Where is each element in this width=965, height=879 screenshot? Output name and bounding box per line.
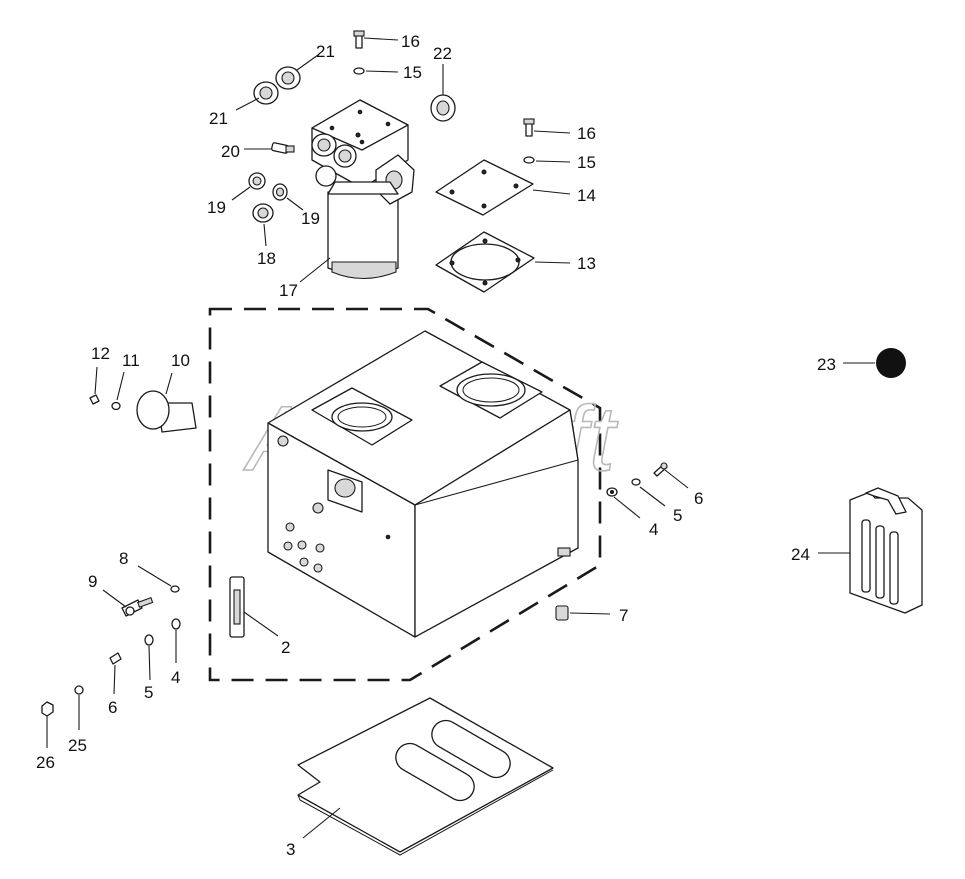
fitting-21-lower: [253, 81, 279, 105]
washer-25: [74, 685, 84, 695]
callout-2: 2: [281, 638, 290, 657]
callout-17: 17: [279, 281, 298, 300]
callout-5-right: 5: [673, 506, 682, 525]
callout-10: 10: [171, 351, 190, 370]
washer-15-top: [353, 67, 365, 75]
callout-6-left: 6: [108, 698, 117, 717]
seal-19-right: [272, 183, 288, 201]
callout-21-lower: 21: [209, 109, 228, 128]
callout-11: 11: [122, 351, 140, 370]
callout-25: 25: [68, 736, 87, 755]
washer-5-right: [631, 478, 641, 486]
washer-4-left: [171, 618, 181, 630]
callout-23: 23: [817, 355, 836, 374]
callout-6-right: 6: [694, 489, 703, 508]
callout-16-top: 16: [401, 32, 420, 51]
callout-15-top: 15: [403, 63, 422, 82]
washer-5-left: [144, 634, 154, 646]
callout-5-left: 5: [144, 683, 153, 702]
callout-22: 22: [433, 44, 452, 63]
leader-lines: [46, 37, 875, 839]
sight-glass: [229, 576, 245, 638]
bolt-6-left: [109, 652, 122, 665]
nut-26: [41, 701, 54, 717]
callout-20: 20: [221, 142, 240, 161]
bolt-16-top: [353, 30, 365, 49]
marker-dot-23: [876, 348, 906, 378]
hydraulic-tank: [267, 330, 579, 638]
washer-15-right: [523, 156, 535, 164]
seal-19-left: [248, 172, 266, 190]
temperature-sensor-9: [121, 597, 154, 617]
washer-4-right: [606, 487, 618, 497]
callout-19-left: 19: [207, 198, 226, 217]
callout-24: 24: [791, 545, 810, 564]
tank-mat: [297, 697, 554, 856]
callout-7: 7: [619, 606, 628, 625]
gasket-13: [435, 231, 535, 293]
drain-plug-7: [555, 605, 569, 621]
indicator-20: [271, 142, 295, 154]
bolt-16-right: [523, 118, 535, 137]
return-filter-17: [311, 99, 415, 279]
plug-18: [252, 203, 274, 223]
callout-3: 3: [286, 840, 295, 859]
callout-9: 9: [88, 572, 97, 591]
callout-12: 12: [91, 344, 110, 363]
callout-4-right: 4: [649, 520, 658, 539]
washer-11: [111, 401, 121, 411]
callout-26: 26: [36, 753, 55, 772]
callouts: 2 3 4 5 6 7 8 9 10 11 12 4 5 6 25 26 13 …: [36, 32, 836, 859]
callout-14: 14: [577, 186, 596, 205]
callout-15-right: 15: [577, 153, 596, 172]
filler-breather-10: [136, 390, 197, 433]
callout-18: 18: [257, 249, 276, 268]
bolt-12: [89, 394, 100, 405]
callout-16-right: 16: [577, 124, 596, 143]
o-ring-8: [170, 585, 180, 593]
oil-canister-24: [849, 487, 923, 614]
cover-plate-14: [435, 159, 534, 216]
callout-19-right: 19: [301, 209, 320, 228]
fitting-21-upper: [275, 66, 301, 90]
callout-8: 8: [119, 549, 128, 568]
plug-22: [430, 94, 456, 122]
bolt-6-right: [653, 462, 668, 477]
callout-21-upper: 21: [316, 42, 335, 61]
assembly-boundary: [208, 307, 602, 682]
callout-4-left: 4: [171, 668, 180, 687]
callout-13: 13: [577, 254, 596, 273]
